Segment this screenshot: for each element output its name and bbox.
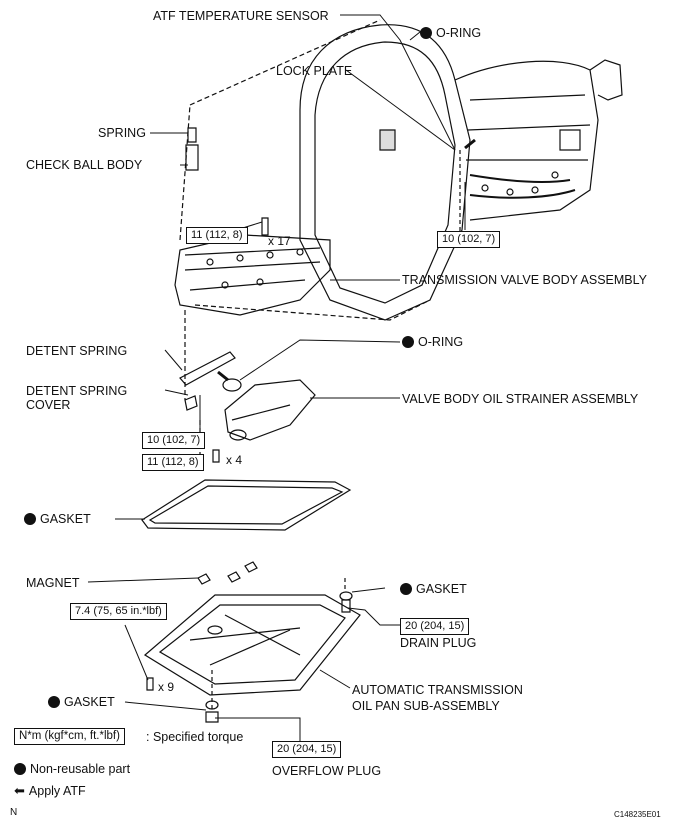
spring-part	[185, 127, 199, 171]
count-pan: x 9	[158, 680, 175, 694]
figure-id: C148235E01	[614, 810, 661, 819]
non-reusable-dot-icon	[400, 583, 412, 595]
oil-pan	[143, 594, 361, 696]
torque-box-drain: 20 (204, 15)	[400, 618, 470, 635]
legend-torque-text: : Specified torque	[146, 730, 244, 744]
transmission-case	[299, 24, 623, 321]
torque-box-overflow: 20 (204, 15)	[272, 741, 342, 758]
footer-left-mark: N	[10, 807, 18, 818]
o-ring-top-text: O-RING	[436, 26, 482, 40]
non-reusable-dot-icon	[402, 336, 414, 348]
spring-label: SPRING	[98, 126, 146, 140]
legend-apply-atf-text: Apply ATF	[28, 784, 86, 798]
torque-box-strainer: 11 (112, 8)	[142, 454, 204, 471]
detent-spring-cover-label: DETENT SPRING COVER	[26, 384, 128, 412]
overflow-gasket-text: GASKET	[64, 695, 115, 709]
legend-non-reusable: Non-reusable part	[14, 762, 130, 776]
magnet-label: MAGNET	[26, 576, 80, 590]
lock-plate-label: LOCK PLATE	[276, 64, 353, 78]
torque-box-sensor: 10 (102, 7)	[437, 231, 501, 248]
detent-spring-label: DETENT SPRING	[26, 344, 128, 358]
apply-atf-arrow-icon: ⬅	[14, 783, 25, 798]
valve-body-label: TRANSMISSION VALVE BODY ASSEMBLY	[402, 273, 647, 287]
pan-gasket-label: GASKET	[24, 512, 91, 526]
torque-box-valve-body: 11 (112, 8)	[186, 227, 248, 244]
non-reusable-dot-icon	[48, 696, 60, 708]
drain-plug-label: DRAIN PLUG	[400, 636, 477, 650]
o-ring-top-label: O-RING	[420, 26, 481, 40]
torque-box-detent: 10 (102, 7)	[142, 432, 206, 449]
o-ring-mid-label: O-RING	[402, 335, 463, 349]
non-reusable-dot-icon	[24, 513, 36, 525]
legend-apply-atf: ⬅Apply ATF	[14, 783, 86, 799]
overflow-gasket-label: GASKET	[48, 695, 115, 709]
atf-temperature-sensor-label: ATF TEMPERATURE SENSOR	[153, 9, 329, 23]
valve-body	[174, 217, 331, 316]
legend-non-reusable-text: Non-reusable part	[30, 762, 131, 776]
count-valve-body: x 17	[268, 234, 291, 248]
legend-torque-unit-box: N*m (kgf*cm, ft.*lbf)	[14, 728, 125, 745]
overflow-plug-label: OVERFLOW PLUG	[272, 764, 382, 778]
drain-gasket-text: GASKET	[416, 582, 467, 596]
torque-box-pan: 7.4 (75, 65 in.*lbf)	[70, 603, 167, 620]
oil-pan-label: AUTOMATIC TRANSMISSION OIL PAN SUB-ASSEM…	[352, 683, 523, 713]
check-ball-body-label: CHECK BALL BODY	[26, 158, 143, 172]
pan-gasket	[141, 479, 352, 531]
non-reusable-dot-icon	[420, 27, 432, 39]
oil-strainer	[224, 379, 316, 441]
count-strainer: x 4	[226, 453, 243, 467]
detent-spring-part	[179, 351, 236, 386]
non-reusable-dot-icon	[14, 763, 26, 775]
o-ring-mid-text: O-RING	[418, 335, 464, 349]
pan-gasket-text: GASKET	[40, 512, 91, 526]
drain-gasket-label: GASKET	[400, 582, 467, 596]
strainer-label: VALVE BODY OIL STRAINER ASSEMBLY	[402, 392, 639, 406]
